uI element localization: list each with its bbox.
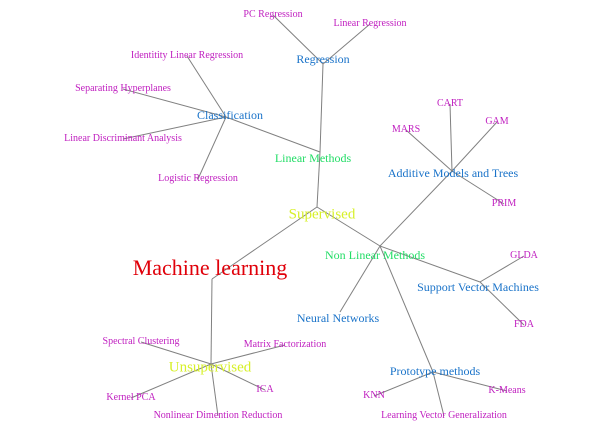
node-unsupervised: Unsupervised <box>168 359 252 376</box>
edge-linear-methods <box>316 151 321 208</box>
node-fda: FDA <box>513 319 535 330</box>
node-supervised: Supervised <box>288 206 356 223</box>
node-mars: MARS <box>391 124 421 135</box>
node-identitity-linear-regression: Identitity Linear Regression <box>130 50 244 61</box>
node-matrix-factorization: Matrix Factorization <box>243 339 327 350</box>
edge-spectral-clustering <box>140 341 212 365</box>
edge-pc-regression <box>272 14 324 65</box>
edge-linear-regression <box>322 23 371 65</box>
node-separating-hyperplanes: Separating Hyperplanes <box>75 83 171 94</box>
edge-support-vector-machines <box>379 245 481 283</box>
edge-supervised <box>211 206 318 280</box>
node-pc-regression: PC Regression <box>243 9 303 20</box>
node-additive-models-and-trees: Additive Models and Trees <box>387 166 519 180</box>
edge-knn <box>373 371 434 397</box>
edge-additive-models-and-trees <box>379 170 453 247</box>
edge-regression <box>319 63 324 153</box>
edge-kernel-pca <box>130 363 212 399</box>
node-linear-discriminant-analysis: Linear Discriminant Analysis <box>64 133 182 144</box>
node-linear-regression: Linear Regression <box>333 18 407 29</box>
node-learning-vector-generalization: Learning Vector Generalization <box>381 410 507 421</box>
node-ica: ICA <box>256 384 274 395</box>
node-non-linear-methods: Non Linear Methods <box>325 248 425 262</box>
node-glda: GLDA <box>510 250 538 261</box>
node-machine-learning: Machine learning <box>132 255 288 280</box>
node-neural-networks: Neural Networks <box>296 311 380 325</box>
node-regression: Regression <box>296 52 350 66</box>
node-nonlinear-dimention-reduction: Nonlinear Dimention Reduction <box>153 410 283 421</box>
edge-prim <box>451 170 505 205</box>
edge-mars <box>405 129 453 172</box>
edge-classification <box>225 116 321 153</box>
node-logistic-regression: Logistic Regression <box>158 173 238 184</box>
node-gam: GAM <box>485 116 509 127</box>
edge-cart <box>449 103 453 172</box>
edge-learning-vector-generalization <box>432 371 445 417</box>
node-linear-methods: Linear Methods <box>274 151 352 165</box>
edge-neural-networks <box>339 245 381 313</box>
edge-glda <box>479 255 525 283</box>
edge-prototype-methods <box>379 245 434 373</box>
edge-logistic-regression <box>197 116 227 180</box>
edge-ica <box>210 363 266 391</box>
node-knn: KNN <box>363 390 385 401</box>
node-classification: Classification <box>197 108 263 122</box>
edge-separating-hyperplanes <box>122 88 227 118</box>
edge-matrix-factorization <box>210 344 286 365</box>
node-support-vector-machines: Support Vector Machines <box>417 280 539 294</box>
edge-identitity-linear-regression <box>186 55 227 118</box>
edge-non-linear-methods <box>316 206 381 247</box>
edge-unsupervised <box>210 278 213 365</box>
edge-gam <box>451 121 498 172</box>
edge-linear-discriminant-analysis <box>122 116 227 140</box>
node-prototype-methods: Prototype methods <box>389 364 481 378</box>
node-prim: PRIM <box>491 198 517 209</box>
node-k-means: K-Means <box>488 385 526 396</box>
edge-k-means <box>432 371 508 392</box>
edge-nonlinear-dimention-reduction <box>210 363 219 417</box>
node-cart: CART <box>436 98 464 109</box>
node-spectral-clustering: Spectral Clustering <box>102 336 180 347</box>
node-kernel-pca: Kernel PCA <box>106 392 156 403</box>
edge-fda <box>479 281 525 326</box>
